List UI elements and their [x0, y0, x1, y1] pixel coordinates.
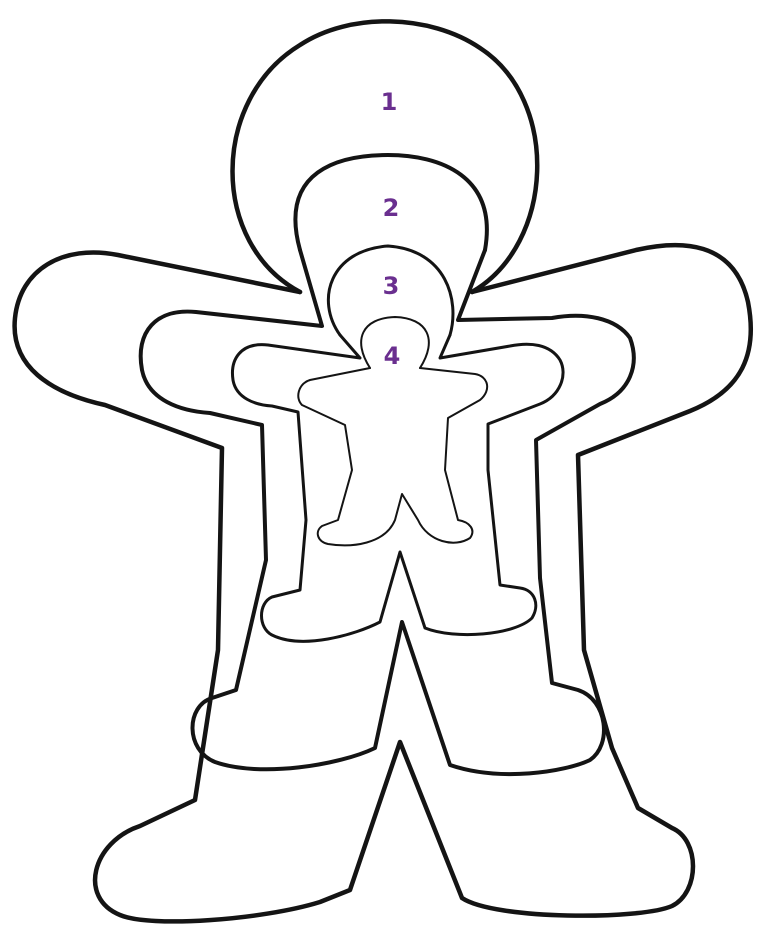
figure-3-label: 3 — [383, 272, 400, 300]
figure-2-label: 2 — [383, 194, 400, 222]
figure-1-label: 1 — [381, 88, 398, 116]
figure-3-outline — [232, 246, 563, 641]
figure-4-label: 4 — [384, 342, 401, 370]
